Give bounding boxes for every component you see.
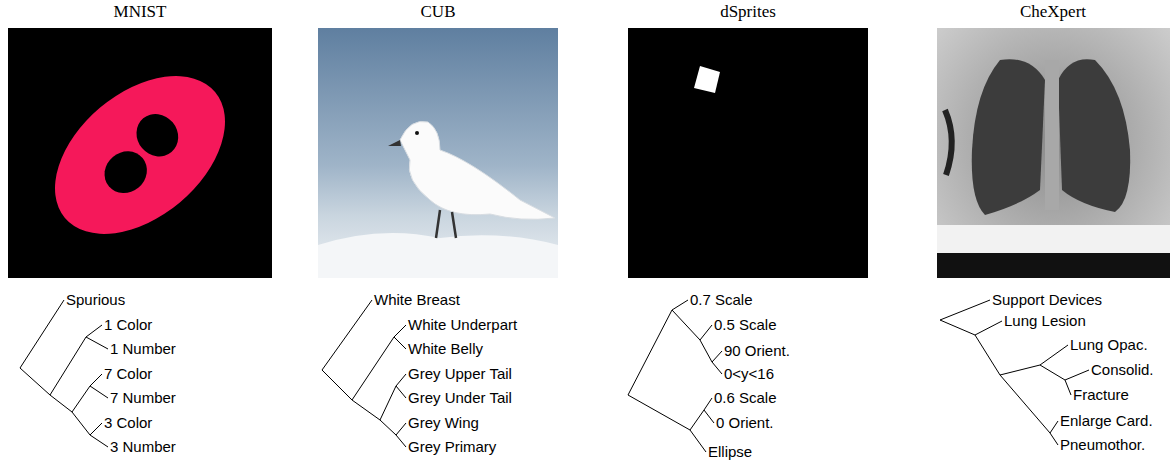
leaf-label: 0.6 Scale bbox=[714, 389, 777, 406]
leaf-label: Ellipse bbox=[708, 443, 752, 460]
panel-title: CheXpert bbox=[1020, 2, 1086, 22]
leaf-label: Support Devices bbox=[992, 291, 1102, 308]
leaf-label: 1 Color bbox=[104, 316, 152, 333]
dendrogram-lines bbox=[20, 300, 1089, 452]
leaf-label: Grey Upper Tail bbox=[408, 365, 512, 382]
leaf-label: Spurious bbox=[66, 291, 125, 308]
leaf-label: Grey Primary bbox=[408, 438, 496, 455]
leaf-label: Consolid. bbox=[1091, 361, 1154, 378]
leaf-label: Grey Under Tail bbox=[408, 389, 512, 406]
leaf-label: Lung Opac. bbox=[1070, 336, 1148, 353]
leaf-label: 0<y<16 bbox=[724, 365, 774, 382]
leaf-label: 0 Orient. bbox=[716, 414, 774, 431]
leaf-label: 7 Color bbox=[104, 365, 152, 382]
leaf-label: White Breast bbox=[374, 291, 460, 308]
leaf-label: 1 Number bbox=[110, 340, 176, 357]
leaf-label: Fracture bbox=[1073, 386, 1129, 403]
leaf-label: Grey Wing bbox=[408, 414, 479, 431]
leaf-label: 0.5 Scale bbox=[714, 316, 777, 333]
leaf-label: 90 Orient. bbox=[724, 342, 790, 359]
cub-image bbox=[318, 28, 558, 278]
panel-title: dSprites bbox=[720, 2, 776, 22]
panel-title: MNIST bbox=[114, 2, 167, 22]
leaf-label: 0.7 Scale bbox=[690, 291, 753, 308]
leaf-label: Lung Lesion bbox=[1004, 312, 1086, 329]
leaf-label: 3 Number bbox=[110, 438, 176, 455]
leaf-label: Pneumothor. bbox=[1060, 436, 1145, 453]
leaf-label: 7 Number bbox=[110, 389, 176, 406]
chexpert-image bbox=[937, 28, 1170, 278]
dsprites-image bbox=[628, 28, 868, 278]
leaf-label: Enlarge Card. bbox=[1060, 412, 1153, 429]
leaf-label: 3 Color bbox=[104, 414, 152, 431]
leaf-label: White Underpart bbox=[408, 316, 517, 333]
panel-title: CUB bbox=[421, 2, 456, 22]
mnist-image bbox=[8, 28, 272, 278]
leaf-label: White Belly bbox=[408, 340, 483, 357]
